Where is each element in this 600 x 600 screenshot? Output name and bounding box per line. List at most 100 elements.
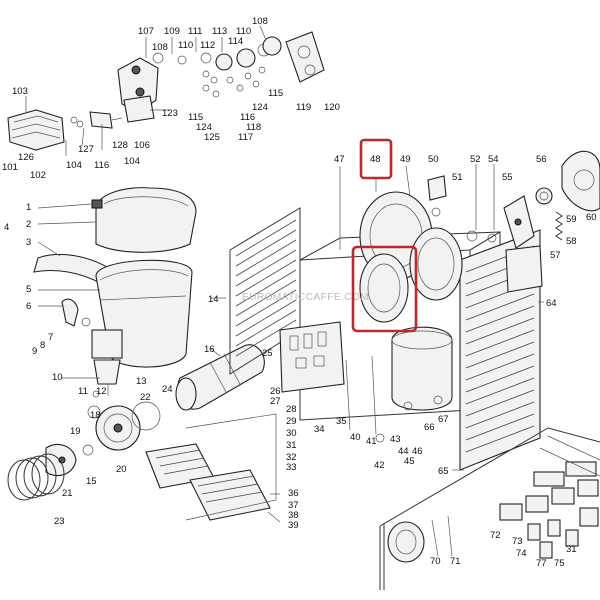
- part-label-58: 58: [566, 236, 577, 247]
- part-label-124-right: 124: [252, 102, 268, 113]
- part-label-20: 20: [116, 464, 127, 475]
- part-label-33: 33: [286, 462, 297, 473]
- part-label-110-right: 110: [236, 26, 251, 37]
- part-labels: 107 109 111 113 110 108 108 110 112 114 …: [2, 16, 597, 569]
- part-label-28: 28: [286, 404, 297, 415]
- part-label-104: 104: [66, 160, 82, 171]
- part-label-30: 30: [286, 428, 297, 439]
- part-label-128: 128: [112, 140, 128, 151]
- part-label-55: 55: [502, 172, 513, 183]
- part-label-8: 8: [40, 340, 45, 351]
- watermark-text: EUROMATICCAFFE.COM: [242, 292, 369, 303]
- part-label-124: 124: [196, 122, 212, 133]
- part-label-112: 112: [200, 40, 215, 51]
- part-label-35: 35: [336, 416, 347, 427]
- part-label-18: 18: [90, 410, 101, 421]
- part-label-111: 111: [188, 26, 202, 37]
- part-label-47: 47: [334, 154, 345, 165]
- part-label-40: 40: [350, 432, 361, 443]
- part-label-13: 13: [136, 376, 147, 387]
- part-label-32: 32: [286, 452, 297, 463]
- part-label-46: 46: [412, 446, 423, 457]
- part-label-31-panel: 31: [566, 544, 577, 555]
- part-label-12: 12: [96, 386, 107, 397]
- part-label-125: 125: [204, 132, 220, 143]
- part-label-27: 27: [270, 396, 281, 407]
- part-label-11: 11: [78, 386, 88, 397]
- part-label-49: 49: [400, 154, 411, 165]
- right-small-parts: [427, 150, 600, 293]
- part-label-51: 51: [452, 172, 463, 183]
- part-label-107: 107: [138, 26, 154, 37]
- part-label-59: 59: [566, 214, 577, 225]
- part-label-26: 26: [270, 386, 281, 397]
- part-label-5: 5: [26, 284, 31, 295]
- part-label-60: 60: [586, 212, 597, 223]
- main-frame: [229, 207, 541, 471]
- part-label-24: 24: [162, 384, 173, 395]
- part-label-67: 67: [438, 414, 449, 425]
- part-label-48: 48: [370, 154, 381, 165]
- part-label-31: 31: [286, 440, 297, 451]
- lower-trays: [145, 413, 277, 521]
- part-label-3: 3: [26, 237, 31, 248]
- part-label-7: 7: [48, 332, 53, 343]
- part-label-72: 72: [490, 530, 501, 541]
- control-panel: [379, 427, 600, 590]
- part-label-108-right: 108: [252, 16, 268, 27]
- part-label-65: 65: [438, 466, 449, 477]
- part-label-10: 10: [52, 372, 63, 383]
- gearbox-subassembly: [117, 31, 325, 123]
- part-label-110: 110: [178, 40, 193, 51]
- part-label-52: 52: [470, 154, 481, 165]
- part-label-119: 119: [296, 102, 311, 113]
- part-label-6: 6: [26, 301, 31, 312]
- part-label-123: 123: [162, 108, 178, 119]
- part-label-2: 2: [26, 219, 31, 230]
- part-label-117: 117: [238, 132, 253, 143]
- part-label-37: 37: [288, 500, 299, 511]
- bowl-lid: [91, 187, 197, 253]
- part-label-14: 14: [208, 294, 219, 305]
- part-label-25: 25: [262, 348, 273, 359]
- part-label-74: 74: [516, 548, 527, 559]
- part-label-23: 23: [54, 516, 65, 527]
- part-label-120: 120: [324, 102, 340, 113]
- part-label-109: 109: [164, 26, 180, 37]
- leader-lines: [25, 25, 544, 523]
- part-label-77: 77: [536, 558, 547, 569]
- part-label-41: 41: [366, 436, 377, 447]
- part-label-44: 44: [398, 446, 409, 457]
- part-label-118: 118: [246, 122, 261, 133]
- part-label-64: 64: [546, 298, 557, 309]
- part-label-29: 29: [286, 416, 297, 427]
- tap-assembly: [61, 298, 123, 398]
- motor-subassembly: [7, 109, 123, 151]
- part-label-16: 16: [204, 344, 215, 355]
- part-label-54: 54: [488, 154, 499, 165]
- part-label-19: 19: [70, 426, 81, 437]
- part-label-104-b: 104: [124, 156, 140, 167]
- part-label-102: 102: [30, 170, 46, 181]
- auger-drive: [7, 401, 161, 501]
- part-label-101: 101: [2, 162, 18, 173]
- part-label-21: 21: [62, 488, 73, 499]
- part-label-38: 38: [288, 510, 299, 521]
- part-label-116-right: 116: [240, 112, 255, 123]
- part-label-103: 103: [12, 86, 28, 97]
- part-label-42: 42: [374, 460, 385, 471]
- part-label-113: 113: [212, 26, 227, 37]
- part-label-71: 71: [450, 556, 461, 567]
- part-label-39: 39: [288, 520, 299, 531]
- condenser-cylinder: [175, 344, 265, 411]
- part-label-43: 43: [390, 434, 401, 445]
- part-label-9: 9: [32, 346, 37, 357]
- part-label-108: 108: [152, 42, 168, 53]
- part-label-114: 114: [228, 36, 243, 47]
- part-label-57: 57: [550, 250, 561, 261]
- part-label-50: 50: [428, 154, 439, 165]
- pulley-discs: [359, 191, 463, 323]
- highlight-box-part: [351, 245, 418, 333]
- part-label-45: 45: [404, 456, 415, 467]
